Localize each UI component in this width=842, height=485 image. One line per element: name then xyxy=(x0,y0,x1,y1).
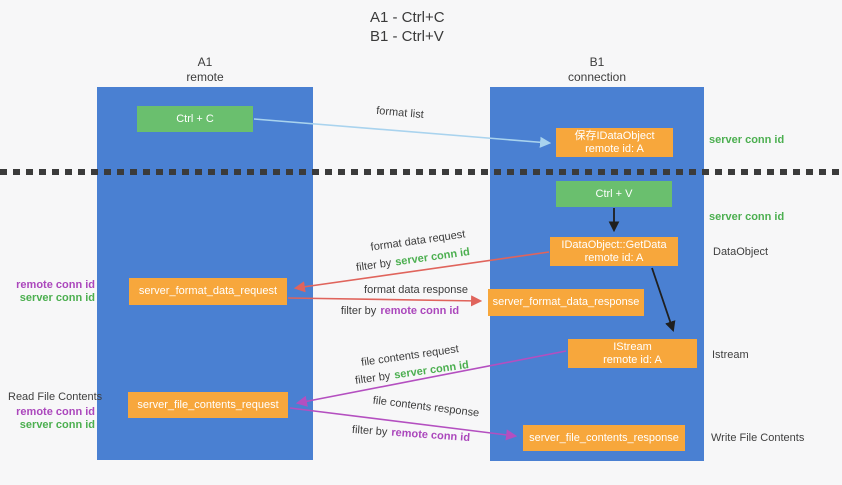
filter-by-text: filter by xyxy=(351,423,388,439)
node-ctrl-v: Ctrl + V xyxy=(556,181,672,207)
remote-conn-id-label: remote conn id xyxy=(16,279,95,291)
lane-a1-subtitle: remote xyxy=(186,70,224,84)
side-label-server-conn-id-mid: server conn id xyxy=(709,211,784,223)
side-label-istream: Istream xyxy=(712,349,749,361)
diagram-title: A1 - Ctrl+C B1 - Ctrl+V xyxy=(370,8,445,46)
filter-by-text: filter by xyxy=(355,257,393,274)
node-format-response-label: server_format_data_response xyxy=(492,296,640,308)
node-file-response-label: server_file_contents_response xyxy=(529,431,679,444)
edge-label-format-data-response: format data response xyxy=(364,284,468,296)
title-line-2: B1 - Ctrl+V xyxy=(370,28,444,45)
node-ctrl-c-label: Ctrl + C xyxy=(176,112,214,125)
lane-b1-id: B1 xyxy=(589,55,605,69)
remote-conn-id-label: remote conn id xyxy=(16,406,95,418)
write-file-contents-text: Write File Contents xyxy=(711,432,805,444)
lane-b1-subtitle: connection xyxy=(567,70,627,84)
side-label-read-file-contents: Read File Contents xyxy=(8,391,102,403)
node-save-idataobject-line1: 保存IDataObject xyxy=(574,129,655,142)
node-getdata-line1: IDataObject::GetData xyxy=(561,238,667,251)
session-divider xyxy=(0,169,842,175)
node-getdata-line2: remote id: A xyxy=(584,251,644,264)
node-server-format-data-response: server_format_data_response xyxy=(488,289,644,316)
side-label-server-conn-id-top: server conn id xyxy=(709,134,784,146)
lane-a1-id: A1 xyxy=(197,55,213,69)
server-conn-id-top-text: server conn id xyxy=(709,134,785,146)
format-data-response-text: format data response xyxy=(364,284,468,296)
node-server-format-data-request: server_format_data_request xyxy=(129,278,287,305)
istream-text: Istream xyxy=(712,349,749,361)
edge-label-format-list: format list xyxy=(376,105,425,121)
format-list-text: format list xyxy=(375,104,425,122)
dataobject-text: DataObject xyxy=(713,246,769,258)
remote-conn-id-text: remote conn id xyxy=(380,305,460,317)
side-label-write-file-contents: Write File Contents xyxy=(711,432,804,444)
filter-by-text: filter by xyxy=(340,305,377,317)
node-istream: IStream remote id: A xyxy=(568,339,697,368)
side-label-dataobject: DataObject xyxy=(713,246,768,258)
read-file-contents-text: Read File Contents xyxy=(8,391,103,403)
node-save-idataobject-line2: remote id: A xyxy=(585,142,644,155)
server-conn-id-label: server conn id xyxy=(19,292,95,304)
node-ctrl-c: Ctrl + C xyxy=(137,106,253,132)
title-line-1: A1 - Ctrl+C xyxy=(370,9,445,26)
node-file-request-label: server_file_contents_request xyxy=(137,398,279,411)
filter-by-text: filter by xyxy=(354,370,392,387)
left-conn-id-pair-top: remote conn id server conn id xyxy=(0,279,95,305)
server-conn-id-mid-text: server conn id xyxy=(709,211,785,223)
node-istream-line1: IStream xyxy=(613,340,652,353)
node-idataobject-getdata: IDataObject::GetData remote id: A xyxy=(550,237,678,266)
server-conn-id-text: server conn id xyxy=(394,246,471,269)
node-server-file-contents-response: server_file_contents_response xyxy=(523,425,685,451)
lane-b1-header: B1 connection xyxy=(490,55,704,85)
node-server-file-contents-request: server_file_contents_request xyxy=(128,392,288,418)
edge-label-file-contents-response: file contents response xyxy=(372,395,480,420)
node-format-request-label: server_format_data_request xyxy=(138,285,278,297)
file-contents-response-text: file contents response xyxy=(372,394,480,420)
server-conn-id-label: server conn id xyxy=(19,419,95,431)
node-ctrl-v-label: Ctrl + V xyxy=(595,187,633,200)
node-istream-line2: remote id: A xyxy=(603,353,662,366)
left-conn-id-pair-bottom: remote conn id server conn id xyxy=(0,406,95,432)
arrow-format-data-response xyxy=(287,295,483,307)
lane-a1-header: A1 remote xyxy=(97,55,313,85)
remote-conn-id-text: remote conn id xyxy=(390,426,471,445)
node-save-idataobject: 保存IDataObject remote id: A xyxy=(556,128,673,157)
